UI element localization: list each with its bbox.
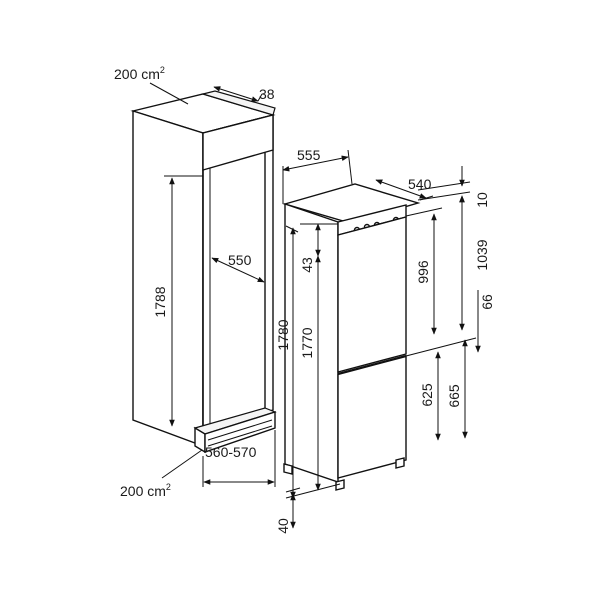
dimension-10-label: 10 xyxy=(474,192,490,208)
dimension-550: 550 xyxy=(211,252,265,283)
dimension-1780: 1780 xyxy=(275,225,299,499)
dimension-40-label: 40 xyxy=(275,518,291,534)
vent-area-top-label: 200 cm2 xyxy=(114,65,165,82)
dimension-555: 555 xyxy=(282,147,353,204)
fridge-appliance xyxy=(282,183,421,491)
dimension-996-label: 996 xyxy=(415,260,431,284)
dimension-40: 40 xyxy=(275,483,341,534)
dimension-43: 43 xyxy=(299,223,338,273)
dimension-550-label: 550 xyxy=(228,252,252,268)
dimension-555-label: 555 xyxy=(297,147,321,163)
dimension-1770: 1770 xyxy=(299,255,321,491)
dimension-665: 665 xyxy=(446,339,468,439)
dimension-996: 996 xyxy=(405,207,443,335)
dimension-1788-label: 1788 xyxy=(152,286,168,317)
dimension-1770-label: 1770 xyxy=(299,327,315,358)
dimension-625-label: 625 xyxy=(419,383,435,407)
dimension-66: 66 xyxy=(475,290,495,353)
dimension-1039: 1039 xyxy=(459,195,490,331)
dimension-1780-label: 1780 xyxy=(275,319,291,350)
dimension-560-570-label: 560-570 xyxy=(205,444,257,460)
cabinet-niche xyxy=(130,90,277,454)
dimension-665-label: 665 xyxy=(446,384,462,408)
vent-area-bottom-label: 200 cm2 xyxy=(120,482,171,499)
dimension-540: 540 xyxy=(375,176,434,201)
dimension-560-570: 560-570 xyxy=(202,430,276,487)
dimension-1788: 1788 xyxy=(152,175,203,427)
dimension-1039-label: 1039 xyxy=(474,239,490,270)
dimension-540-label: 540 xyxy=(408,176,432,192)
dimension-38-label: 38 xyxy=(259,86,275,102)
vent-area-bottom-callout: 200 cm2 xyxy=(120,449,203,499)
dimension-66-label: 66 xyxy=(479,294,495,310)
dimension-43-label: 43 xyxy=(299,257,315,273)
dimension-38: 38 xyxy=(213,86,275,102)
vent-area-top-callout: 200 cm2 xyxy=(114,65,189,105)
dimension-10: 10 xyxy=(417,166,490,214)
